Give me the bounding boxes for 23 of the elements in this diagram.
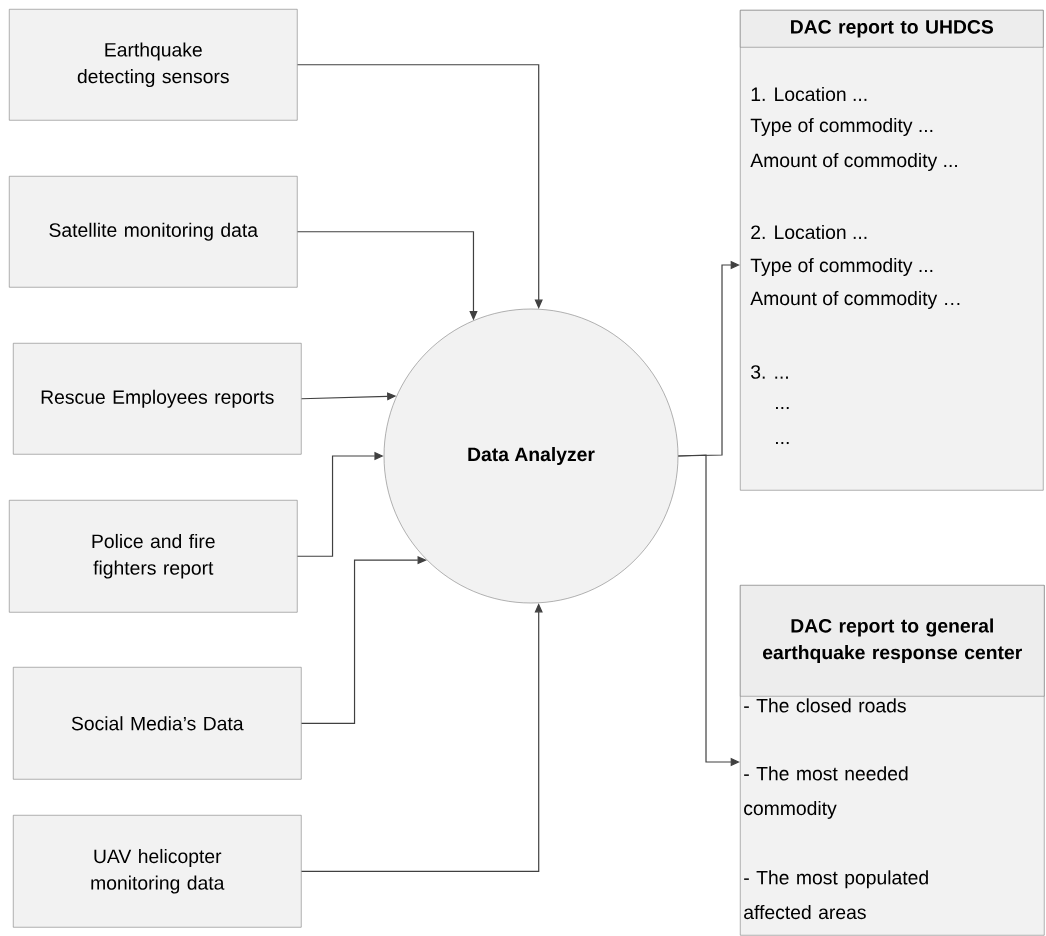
report-text: ... (776, 406, 789, 410)
arrow (296, 64, 543, 309)
box-heading: DAC report to general earthquake response center (740, 585, 1045, 697)
report-text: ... (776, 441, 789, 445)
source-box: Earthquake detecting sensors (9, 9, 298, 121)
source-box: UAV helicopter monitoring data (13, 815, 302, 928)
report-text: 2. Location ... (751, 224, 867, 240)
report-text: Type of commodity ... (750, 258, 933, 276)
report-text: 1. Location ... (751, 86, 867, 102)
box-heading: DAC report to UHDCS (740, 10, 1044, 48)
source-box: Rescue Employees reports (13, 343, 302, 455)
source-box: Social Media’s Data (13, 667, 302, 780)
report-text: Type of commodity ... (750, 118, 933, 136)
report-text: Amount of commodity ... (750, 153, 957, 171)
report-box (740, 585, 1045, 936)
source-box: Satellite monitoring data (9, 176, 298, 288)
report-text: 3. ... (751, 365, 788, 379)
report-text: - The most populated affected areas (744, 870, 928, 920)
report-box (740, 10, 1044, 491)
report-text: - The most needed commodity (744, 766, 908, 819)
source-box: Police and fire fighters report (9, 500, 298, 613)
report-text: Amount of commodity … (750, 291, 960, 309)
report-text: - The closed roads (744, 698, 906, 713)
